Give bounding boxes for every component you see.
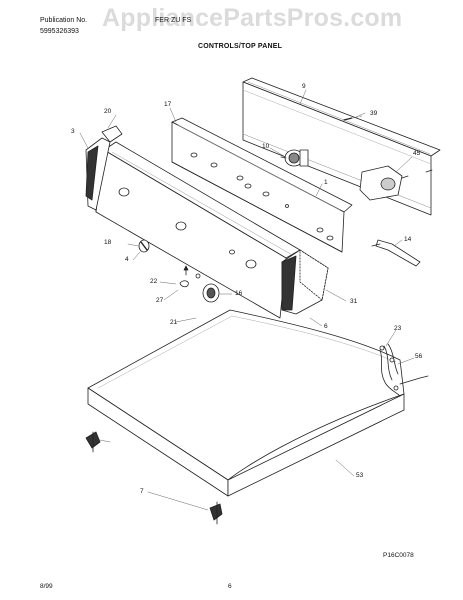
callout-4: 4 [125,256,129,263]
wire-harness-shape [380,344,428,396]
callout-1: 1 [324,179,328,186]
callout-56: 56 [415,353,423,360]
footer-page-number: 6 [228,583,232,590]
callout-21: 21 [170,319,178,326]
publication-number: 5995326393 [40,28,79,35]
publication-label: Publication No. [40,17,88,24]
callout-31: 31 [350,298,358,305]
callout-17: 17 [164,101,172,108]
model-number: FER ZU FS [155,17,192,24]
callout-18: 18 [104,239,112,246]
knob-shapes [139,240,219,302]
callout-23: 23 [394,325,402,332]
callout-22: 22 [150,278,158,285]
callout-53: 53 [356,472,364,479]
callout-20: 20 [104,108,112,115]
diagram-code: P16C0078 [383,552,414,559]
callout-14: 14 [404,236,412,243]
callout-39: 39 [370,110,378,117]
callout-3: 3 [71,128,75,135]
leader-lines [80,90,414,510]
right-end-cap-shape [282,250,328,314]
callout-16: 16 [235,290,243,297]
footer-date: 8/99 [40,583,53,590]
clip-shape [344,116,362,120]
callout-10: 10 [262,143,270,150]
callout-9: 9 [302,83,306,90]
wire-clip-shape [372,240,420,266]
section-title: CONTROLS/TOP PANEL [198,43,283,50]
callout-45: 45 [413,150,421,157]
top-panel-shape [88,310,404,496]
callout-27: 27 [156,297,164,304]
push-to-start-switch-shape [360,166,432,200]
left-end-cap-shape [86,126,122,210]
callout-7: 7 [140,488,144,495]
callout-6: 6 [324,323,328,330]
timer-shape [281,150,308,166]
watermark: AppliancePartsPros.com [102,4,403,32]
control-panel-shape [172,118,352,252]
hinge-bracket-shapes [86,432,222,524]
